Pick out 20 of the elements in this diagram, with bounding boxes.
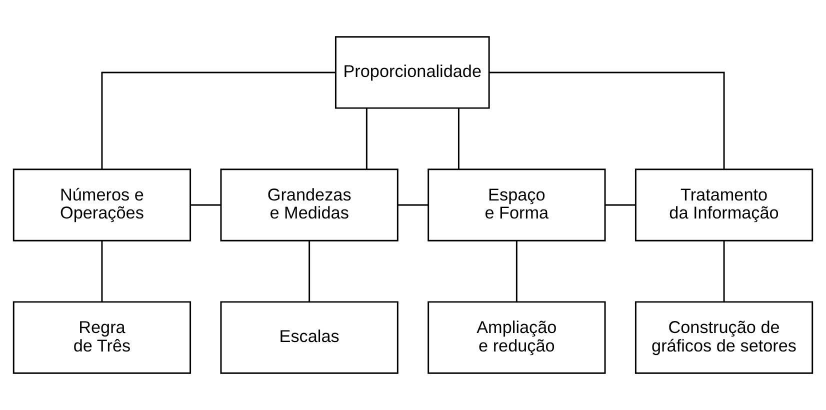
connector	[489, 72, 725, 170]
node-box: Grandezas e Medidas	[220, 168, 398, 242]
node-box: Regra de Três	[12, 301, 192, 374]
connector	[101, 240, 103, 302]
connector	[308, 240, 310, 302]
connector	[398, 204, 428, 206]
node-box: Proporcionalidade	[334, 36, 490, 109]
connector	[190, 204, 221, 206]
connector	[723, 240, 725, 302]
connector	[605, 204, 636, 206]
node-box: Números e Operações	[12, 168, 192, 242]
node-box: Espaço e Forma	[428, 168, 606, 242]
node-box: Construção de gráficos de setores	[634, 301, 814, 374]
node-box: Ampliação e redução	[428, 301, 606, 374]
connector	[366, 108, 368, 170]
node-box: Tratamento da Informação	[634, 168, 814, 242]
connector	[458, 108, 460, 170]
node-box: Escalas	[220, 301, 398, 374]
connector	[516, 240, 518, 302]
connector	[101, 72, 336, 170]
